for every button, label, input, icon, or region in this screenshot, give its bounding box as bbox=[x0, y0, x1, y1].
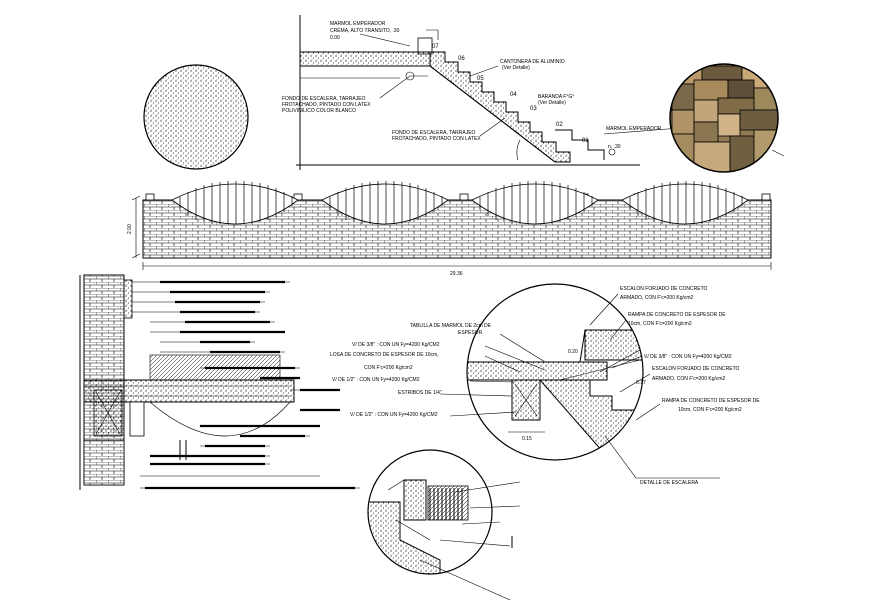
top-note-line-3: 0.00 bbox=[330, 35, 340, 41]
note-vr38-right: V/ DE 3/8" : CON UN Fy=4200 Kg/CM2 bbox=[644, 354, 732, 360]
soffit-note-upper-2: FROTACHADO, PINTADO CON LATEX bbox=[282, 102, 371, 108]
step-number-02: 02 bbox=[556, 122, 563, 128]
aluminum-note-line-1: CANTONERA DE ALUMINIO bbox=[500, 59, 565, 65]
dimension-0-15: 0.15 bbox=[522, 436, 532, 442]
note-rampa-bottom-2: 10cm, CON F'c=200 Kg/cm2 bbox=[678, 407, 742, 413]
floor-note-line-2: n. .30 bbox=[608, 144, 621, 150]
note-tablilla-2: ESPESOR bbox=[458, 330, 483, 336]
dimension-0-17: 0.17 bbox=[636, 380, 646, 386]
dimension-0-20: 0.20 bbox=[568, 349, 578, 355]
note-escalon-top-2: ARMADO, CON F'c=200 Kg/cm2 bbox=[620, 295, 694, 301]
floor-note-line-1: MARMOL EMPERADOR bbox=[606, 126, 662, 132]
note-vr12-a: V/ DE 1/2" : CON UN Fy=4200 Kg/CM2 bbox=[332, 377, 420, 383]
cantonera-detail bbox=[367, 449, 521, 601]
concrete-sample-circle bbox=[143, 64, 249, 170]
top-note-line-2: CREMA, ALTO TRANSITO, .30 bbox=[330, 28, 400, 34]
note-rampa-bottom-1: RAMPA DE CONCRETO DE ESPESOR DE bbox=[662, 398, 760, 404]
note-losa-1: LOSA DE CONCRETO DE ESPESOR DE 10cm, bbox=[330, 352, 439, 358]
stone-sample-circle bbox=[669, 63, 785, 173]
wall-elevation: 2.00 29.36 bbox=[127, 181, 772, 277]
note-tablilla-1: TABLILLA DE MARMOL DE 2cm DE bbox=[410, 323, 492, 329]
step-number-05: 05 bbox=[477, 76, 484, 82]
note-estribos: ESTRIBOS DE 1/4" bbox=[398, 390, 442, 396]
note-escalon-top-1: ESCALON FORJADO DE CONCRETO bbox=[620, 286, 708, 292]
step-number-01: 01 bbox=[582, 138, 589, 144]
soffit-note-upper-1: FONDO DE ESCALERA, TARRAJEO bbox=[282, 96, 366, 102]
note-rampa-top-2: 10cm, CON F'c=200 Kg/cm2 bbox=[628, 321, 692, 327]
step-number-03: 03 bbox=[530, 106, 537, 112]
detail-title: DETALLE DE ESCALERA bbox=[640, 480, 699, 486]
soffit-note-upper-3: POLIVINILICO COLOR BLANCO bbox=[282, 108, 356, 114]
stair-section: MARMOL EMPERADOR CREMA, ALTO TRANSITO, .… bbox=[282, 15, 681, 170]
step-number-07: 07 bbox=[432, 44, 439, 50]
step-number-06: 06 bbox=[458, 56, 465, 62]
note-losa-2: CON F'c=200 Kg/cm2 bbox=[364, 365, 413, 371]
soffit-note-lower-2: FROTACHADO, PINTADO CON LATEX bbox=[392, 136, 481, 142]
handrail-note-line-1: BARANDA F°G° bbox=[538, 94, 574, 100]
note-escalon-bottom-1: ESCALON FORJADO DE CONCRETO bbox=[652, 366, 740, 372]
note-vr12-b: V/ DE 1/2" : CON UN Fy=4200 Kg/CM2 bbox=[350, 412, 438, 418]
top-note-line-1: MARMOL EMPERADOR bbox=[330, 21, 386, 27]
soffit-note-lower-1: FONDO DE ESCALERA, TARRAJEO bbox=[392, 130, 476, 136]
stair-detail: TABLILLA DE MARMOL DE 2cm DE ESPESOR V/ … bbox=[330, 283, 760, 486]
foundation-section bbox=[79, 274, 360, 490]
wall-height-dimension: 2.00 bbox=[127, 224, 133, 234]
note-vr38-left: V/ DE 3/8" : CON UN Fy=4200 Kg/CM2 bbox=[352, 342, 440, 348]
aluminum-note-line-2: (Ver Detalle) bbox=[502, 65, 530, 71]
note-escalon-bottom-2: ARMADO, CON F'c=200 Kg/cm2 bbox=[652, 376, 726, 382]
step-number-04: 04 bbox=[510, 92, 517, 98]
note-rampa-top-1: RAMPA DE CONCRETO DE ESPESOR DE bbox=[628, 312, 726, 318]
wall-length-dimension: 29.36 bbox=[450, 271, 463, 277]
handrail-note-line-2: (Ver Detalle) bbox=[538, 100, 566, 106]
